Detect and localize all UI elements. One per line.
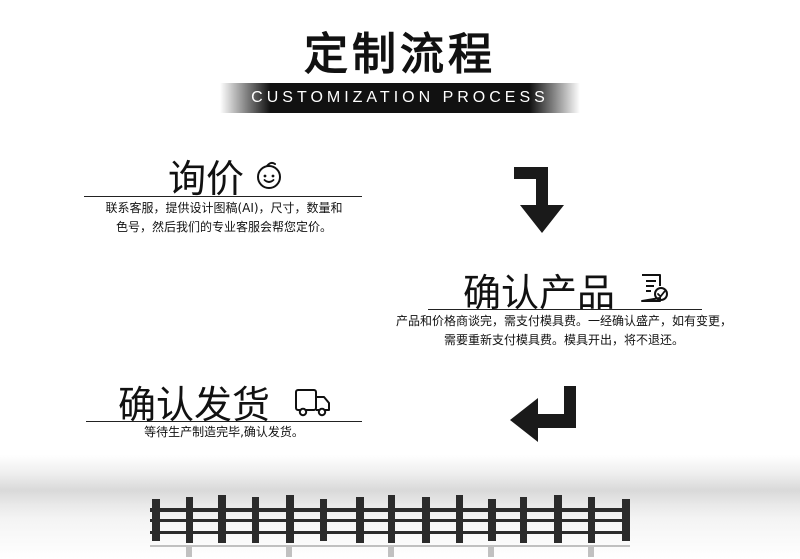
step-inquiry-divider	[84, 196, 362, 197]
subtitle-text: CUSTOMIZATION PROCESS	[251, 89, 549, 106]
step-confirm-product-desc-2: 需要重新支付模具费。模具开出，将不退还。	[443, 333, 684, 347]
step-inquiry-desc-1: 联系客服，提供设计图稿(AI)，尺寸，数量和	[105, 201, 343, 215]
step-inquiry-title: 询价	[168, 157, 245, 201]
pier-posts	[150, 495, 630, 557]
arrow-left-icon	[510, 386, 576, 442]
step-confirm-shipping-divider	[86, 421, 362, 422]
document-check-icon	[641, 274, 668, 302]
step-confirm-product-desc-1: 产品和价格商谈完，需支付模具费。一经确认盛产，如有变更，	[395, 314, 732, 328]
step-inquiry-desc-2: 色号，然后我们的专业客服会帮您定价。	[115, 220, 332, 234]
pier-scene-image	[0, 455, 800, 559]
step-confirm-product-divider	[428, 309, 702, 310]
smiley-icon	[257, 161, 281, 189]
arrow-down-icon	[514, 167, 564, 233]
step-confirm-product-title: 确认产品	[463, 271, 616, 315]
step-confirm-shipping-desc: 等待生产制造完毕,确认发货。	[144, 425, 304, 439]
delivery-truck-icon	[295, 389, 330, 417]
page-title: 定制流程	[304, 29, 496, 80]
subtitle-banner: CUSTOMIZATION PROCESS	[220, 83, 580, 113]
step-confirm-shipping-title: 确认发货	[118, 383, 271, 427]
